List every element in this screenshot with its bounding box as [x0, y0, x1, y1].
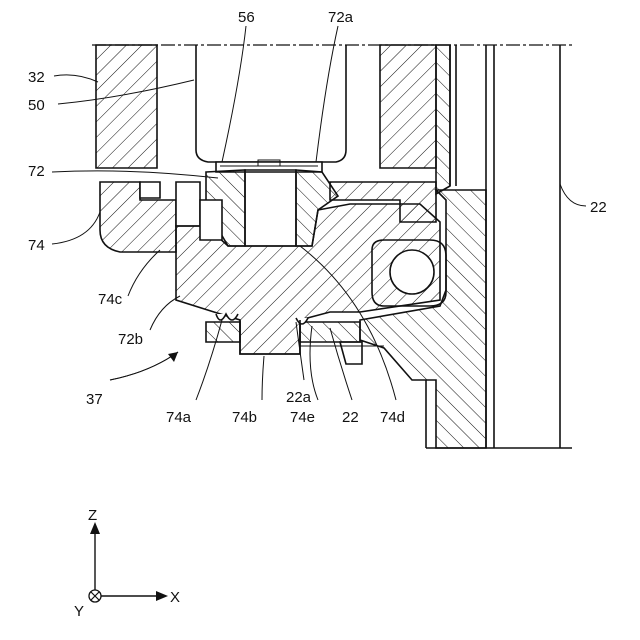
bottom-seal-left [206, 314, 240, 342]
cavity-left [200, 200, 222, 240]
label-56: 56 [238, 9, 255, 26]
label-74a: 74a [166, 409, 192, 426]
bolt-head [245, 160, 296, 246]
part-32-housing-left [96, 45, 157, 168]
part-32-housing-right [380, 45, 436, 168]
label-50: 50 [28, 97, 45, 114]
label-22-right: 22 [590, 199, 607, 216]
x-axis-arrow-icon [156, 591, 168, 601]
axis-label-y: Y [74, 603, 84, 620]
label-72: 72 [28, 163, 45, 180]
label-72b: 72b [118, 331, 143, 348]
label-74d: 74d [380, 409, 405, 426]
label-74: 74 [28, 237, 45, 254]
label-74e: 74e [290, 409, 315, 426]
label-37: 37 [86, 391, 103, 408]
arrow-37 [110, 352, 178, 380]
label-22a: 22a [286, 389, 312, 406]
label-32: 32 [28, 69, 45, 86]
label-74c: 74c [98, 291, 123, 308]
coordinate-axes: Z X Y [74, 507, 180, 620]
label-72a: 72a [328, 9, 354, 26]
axis-label-x: X [170, 589, 180, 606]
label-74b: 74b [232, 409, 257, 426]
axis-label-z: Z [88, 507, 97, 524]
label-22-bottom: 22 [342, 409, 359, 426]
